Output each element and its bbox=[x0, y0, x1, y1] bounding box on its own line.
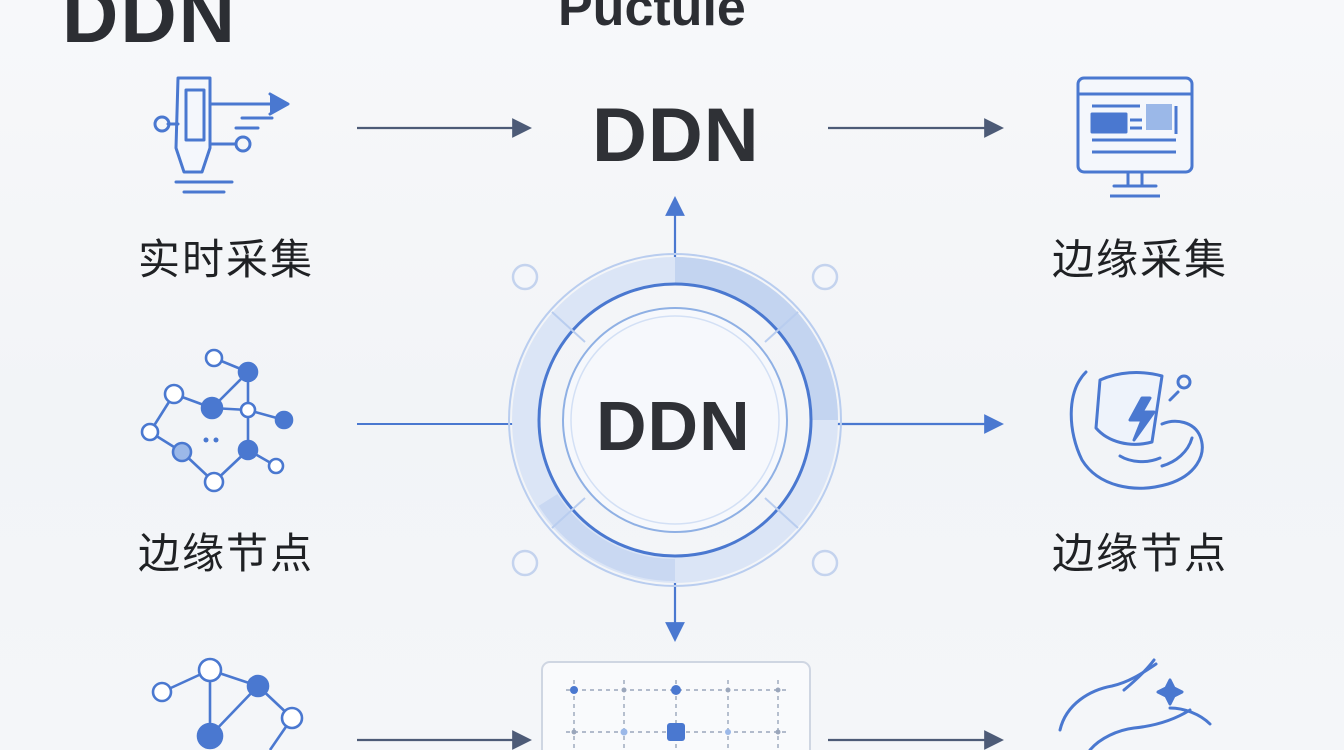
right-label-edge-collection: 边缘采集 bbox=[1052, 235, 1229, 284]
logo-text: DDN bbox=[62, 0, 237, 59]
network-graph-icon bbox=[140, 348, 294, 493]
monitor-dashboard-icon bbox=[1076, 76, 1194, 198]
hand-energy-icon bbox=[1069, 370, 1204, 490]
center-ring bbox=[508, 253, 842, 587]
left-label-edge-node: 边缘节点 bbox=[138, 529, 315, 578]
right-label-edge-node: 边缘节点 bbox=[1052, 529, 1229, 578]
network-cluster-icon bbox=[151, 657, 304, 750]
grid-matrix-icon bbox=[541, 661, 811, 750]
page-title: Puctule bbox=[558, 0, 746, 37]
center-node-label: DDN bbox=[596, 387, 751, 465]
top-node-label: DDN bbox=[592, 93, 760, 178]
hands-sparkle-icon bbox=[1058, 658, 1212, 750]
left-label-realtime-collection: 实时采集 bbox=[138, 235, 315, 284]
data-pipeline-icon bbox=[153, 76, 290, 194]
